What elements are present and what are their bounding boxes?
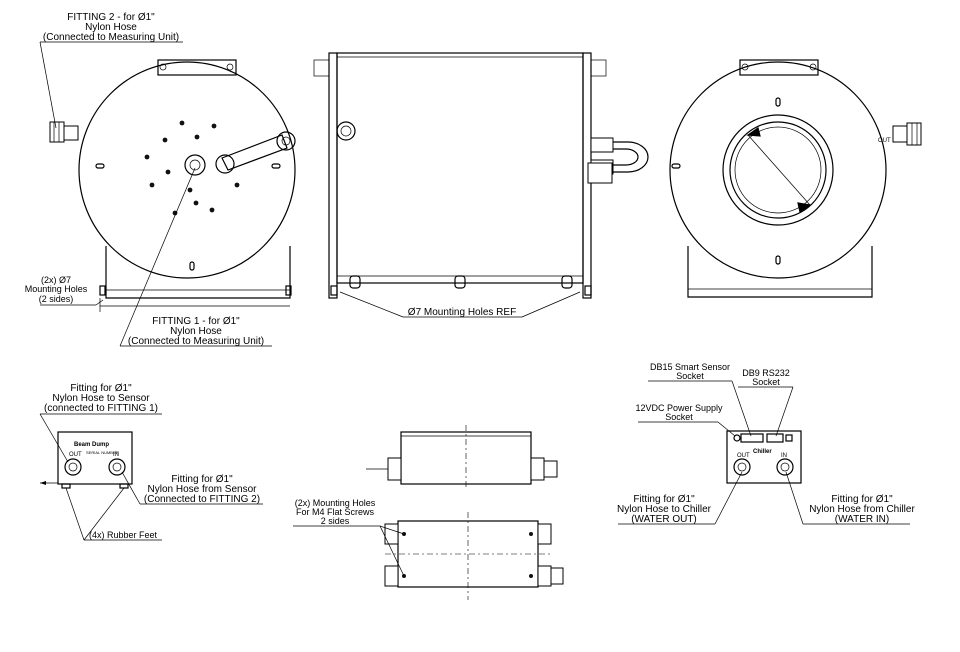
m4-holes-line1: (2x) Mounting Holes (295, 498, 376, 508)
mounting-holes-line1: (2x) Ø7 (41, 275, 71, 285)
side-view-body (336, 52, 584, 284)
db9-line2: Socket (752, 377, 780, 387)
fitting1-label-line2: Nylon Hose (170, 326, 222, 337)
fitting2-label-line1: FITTING 2 - for Ø1" (67, 12, 155, 23)
fitting-2-icon (49, 121, 79, 143)
db15-socket-icon (740, 433, 764, 443)
chiller-in-fitting-icon (776, 458, 794, 476)
chiller-in-line3: (WATER IN) (835, 514, 889, 525)
top-handle (157, 59, 237, 76)
fitting1-label-line1: FITTING 1 - for Ø1" (152, 316, 240, 327)
beam-fit1-line3: (connected to FITTING 1) (44, 403, 158, 414)
beam-fit2-line3: (Connected to FITTING 2) (144, 494, 260, 505)
power-line2: Socket (665, 412, 693, 422)
chiller-out-label: OUT (737, 453, 750, 459)
beam-fit2-line2: Nylon Hose from Sensor (148, 484, 258, 495)
beam-dump-box (57, 431, 133, 485)
mounting-holes-line3: (2 sides) (39, 294, 74, 304)
chiller-out-line2: Nylon Hose to Chiller (617, 504, 712, 515)
hose-arm (221, 134, 288, 171)
beam-dump-panel: Beam Dump SERIAL NUMBER OUT IN (40, 431, 133, 489)
m4-holes-line3: 2 sides (321, 516, 350, 526)
rear-view-disc (669, 61, 887, 279)
chiller-panel: Chiller OUT IN (726, 430, 802, 484)
center-fitting (184, 154, 206, 176)
side-view (313, 52, 649, 299)
leader-lines (39, 41, 910, 577)
m4-holes-line2: For M4 Flat Screws (296, 507, 375, 517)
side-fitting-icon (336, 121, 356, 141)
rear-aperture (722, 114, 834, 226)
mounting-ref-label: Ø7 Mounting Holes REF (408, 307, 516, 318)
fitting1-label-line3: (Connected to Measuring Unit) (128, 336, 264, 347)
db15-line2: Socket (676, 371, 704, 381)
db15-line1: DB15 Smart Sensor (650, 362, 730, 372)
power-line1: 12VDC Power Supply (635, 403, 723, 413)
beam-fit2-line1: Fitting for Ø1" (171, 474, 233, 485)
beam-dump-in-label: IN (113, 452, 119, 458)
hose-loop-icon (587, 137, 649, 184)
beam-dump-out-fitting-icon (64, 458, 82, 476)
chiller-out-line3: (WATER OUT) (631, 514, 697, 525)
svg-text:SERIAL NUMBER: SERIAL NUMBER (86, 450, 119, 455)
fitting2-label-line3: (Connected to Measuring Unit) (43, 32, 179, 43)
chiller-out-line1: Fitting for Ø1" (633, 494, 695, 505)
beam-dump-title: Beam Dump (74, 442, 109, 448)
chiller-in-line2: Nylon Hose from Chiller (809, 504, 915, 515)
mounting-holes-line2: Mounting Holes (25, 284, 88, 294)
unit-top-view (366, 425, 558, 490)
beam-dump-in-fitting-icon (108, 458, 126, 476)
labels: FITTING 2 - for Ø1" Nylon Hose (Connecte… (25, 12, 916, 540)
chiller-out-fitting-icon (733, 458, 751, 476)
front-view (49, 59, 296, 312)
rear-fitting-icon (892, 122, 922, 146)
chiller-in-label: IN (781, 453, 787, 459)
chiller-title: Chiller (753, 449, 772, 455)
fitting2-label-line2: Nylon Hose (85, 22, 137, 33)
beam-dump-out-label: OUT (69, 452, 82, 458)
beam-fit1-line1: Fitting for Ø1" (70, 383, 132, 394)
front-holes (144, 120, 240, 216)
rear-view: OUT (669, 59, 922, 298)
unit-bottom-view (384, 512, 564, 600)
db9-socket-icon (766, 433, 784, 443)
power-socket-icon (733, 434, 741, 442)
beam-fit1-line2: Nylon Hose to Sensor (52, 393, 150, 404)
rear-out-label: OUT (878, 138, 891, 144)
chiller-box (726, 430, 802, 484)
db9-line1: DB9 RS232 (742, 368, 790, 378)
rubber-feet-label: (4x) Rubber Feet (89, 530, 158, 540)
rear-view-base (687, 246, 873, 298)
chiller-in-line1: Fitting for Ø1" (831, 494, 893, 505)
front-view-base (105, 246, 291, 299)
